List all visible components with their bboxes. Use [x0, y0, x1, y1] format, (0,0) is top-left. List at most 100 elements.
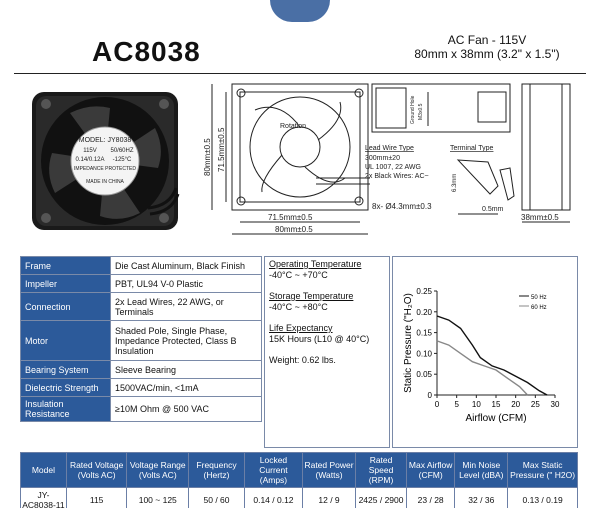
table-cell: 50 / 60 [188, 487, 245, 508]
photo-label-model: MODEL: JY8038 [79, 137, 132, 144]
photo-label-origin: MADE IN CHINA [86, 179, 124, 185]
life-expectancy-title: Life Expectancy [269, 323, 333, 333]
column-header: Max Airflow (CFM) [405, 452, 456, 488]
photo-label-voltage: 115V [83, 148, 97, 154]
x-axis-title: Airflow (CFM) [465, 413, 526, 424]
dim-depth: 38mm±0.5 [521, 213, 559, 222]
rotation-label: Rotation [280, 123, 306, 130]
dim-height-outer: 80mm±0.5 [203, 138, 212, 176]
storage-temp-value: -40°C ~ +80°C [269, 302, 328, 312]
spec-value: PBT, UL94 V-0 Plastic [110, 274, 262, 293]
x-tick-label: 10 [472, 400, 481, 409]
y-tick-label: 0.20 [416, 308, 432, 317]
column-header: Frequency (Hertz) [188, 452, 245, 488]
storage-temp-title: Storage Temperature [269, 291, 354, 301]
photo-label-current: 0.14/0.12A [75, 157, 104, 163]
spec-value: 1500VAC/min, <1mA [110, 378, 262, 397]
spec-label: Frame [20, 256, 111, 275]
spec-value: ≥10M Ohm @ 500 VAC [110, 396, 262, 422]
table-cell: 23 / 28 [405, 487, 456, 508]
side-label-thread: M3x0.5 [418, 103, 424, 120]
x-tick-label: 30 [551, 400, 560, 409]
column-header: Max Static Pressure (" H2O) [507, 452, 578, 488]
side-label-ground: Ground Hole [410, 95, 416, 124]
spec-label: Connection [20, 292, 111, 321]
environment-column: Operating Temperature -40°C ~ +70°C Stor… [264, 256, 390, 448]
legend-label: 60 Hz [531, 305, 547, 311]
spec-label: Dielectric Strength [20, 378, 111, 397]
header-tab-decoration [270, 0, 330, 22]
photo-label-temp: -125°C [113, 157, 132, 163]
spec-label: Bearing System [20, 360, 111, 379]
table-cell: 32 / 36 [454, 487, 509, 508]
table-cell: 0.13 / 0.19 [507, 487, 578, 508]
series-line-50-hz [436, 315, 548, 396]
terminal-type-title: Terminal Type [450, 145, 494, 152]
photo-label-freq: 50/60HZ [110, 148, 133, 154]
dim-height-inner: 71.5mm±0.5 [217, 127, 226, 172]
y-tick-label: 0.15 [416, 329, 432, 338]
fan-heading: AC Fan - 115V 80mm x 38mm (3.2" x 1.5") [412, 33, 562, 61]
spec-value: Shaded Pole, Single Phase, Impedance Pro… [110, 320, 262, 361]
spec-value: Sleeve Bearing [110, 360, 262, 379]
life-expectancy-value: 15K Hours (L10 @ 40°C) [269, 334, 370, 344]
spec-value: Die Cast Aluminum, Black Finish [110, 256, 262, 275]
column-header: Voltage Range (Volts AC) [126, 452, 190, 488]
weight-value: Weight: 0.62 lbs. [269, 355, 336, 365]
spec-label: Motor [20, 320, 111, 361]
y-tick-label: 0.05 [416, 370, 432, 379]
column-header: Model [20, 452, 67, 488]
table-cell: 12 / 9 [301, 487, 357, 508]
operating-temp-title: Operating Temperature [269, 259, 362, 269]
lead-wire-length: 300mm±20 [365, 155, 400, 162]
column-header: Locked Current (Amps) [243, 452, 303, 488]
column-header: Rated Voltage (Volts AC) [65, 452, 128, 488]
y-axis-title: Static Pressure ("H₂O) [403, 293, 414, 393]
lead-wire-gauge: UL 1007, 22 AWG [365, 164, 421, 171]
mounting-hole-label: 8x- Ø4.3mm±0.3 [372, 202, 432, 211]
table-cell: JY-AC8038-11 [20, 487, 67, 508]
table-cell: 115 [65, 487, 128, 508]
fan-photo: MODEL: JY8038 115V 50/60HZ 0.14/0.12A -1… [32, 92, 180, 230]
spec-row: Insulation Resistance≥10M Ohm @ 500 VAC [20, 396, 262, 422]
spec-value: 2x Lead Wires, 22 AWG, or Terminals [110, 292, 262, 321]
y-tick-label: 0 [428, 391, 433, 400]
x-tick-label: 20 [511, 400, 520, 409]
fan-dimensions: 80mm x 38mm (3.2" x 1.5") [414, 47, 560, 61]
x-tick-label: 0 [435, 400, 440, 409]
table-cell: 100 ~ 125 [126, 487, 190, 508]
dim-width-inner: 71.5mm±0.5 [268, 213, 313, 222]
y-tick-label: 0.25 [416, 287, 432, 296]
column-header: Min Noise Level (dBA) [454, 452, 509, 488]
fan-type: AC Fan - 115V [447, 33, 527, 47]
table-cell: 2425 / 2900 [355, 487, 407, 508]
column-header: Rated Power (Watts) [301, 452, 357, 488]
operating-temp-value: -40°C ~ +70°C [269, 270, 328, 280]
legend-label: 50 Hz [531, 295, 547, 301]
column-header: Rated Speed (RPM) [355, 452, 407, 488]
x-tick-label: 25 [531, 400, 540, 409]
lead-wire-title: Lead Wire Type [365, 145, 414, 152]
spec-label: Insulation Resistance [20, 396, 111, 422]
spec-label: Impeller [20, 274, 111, 293]
x-tick-label: 5 [454, 400, 459, 409]
x-tick-label: 15 [492, 400, 501, 409]
terminal-dim-thickness: 0.5mm [482, 206, 504, 213]
photo-label-note: IMPEDANCE PROTECTED [74, 166, 136, 172]
header-divider [14, 73, 586, 74]
table-cell: 0.14 / 0.12 [243, 487, 303, 508]
dimension-drawing: Rotation 80mm±0.5 71.5mm±0.5 71.5mm±0.5 … [203, 83, 571, 235]
model-title: AC8038 [92, 36, 201, 67]
dim-width-outer: 80mm±0.5 [275, 225, 313, 234]
terminal-dim-width: 6.3mm [452, 174, 458, 192]
